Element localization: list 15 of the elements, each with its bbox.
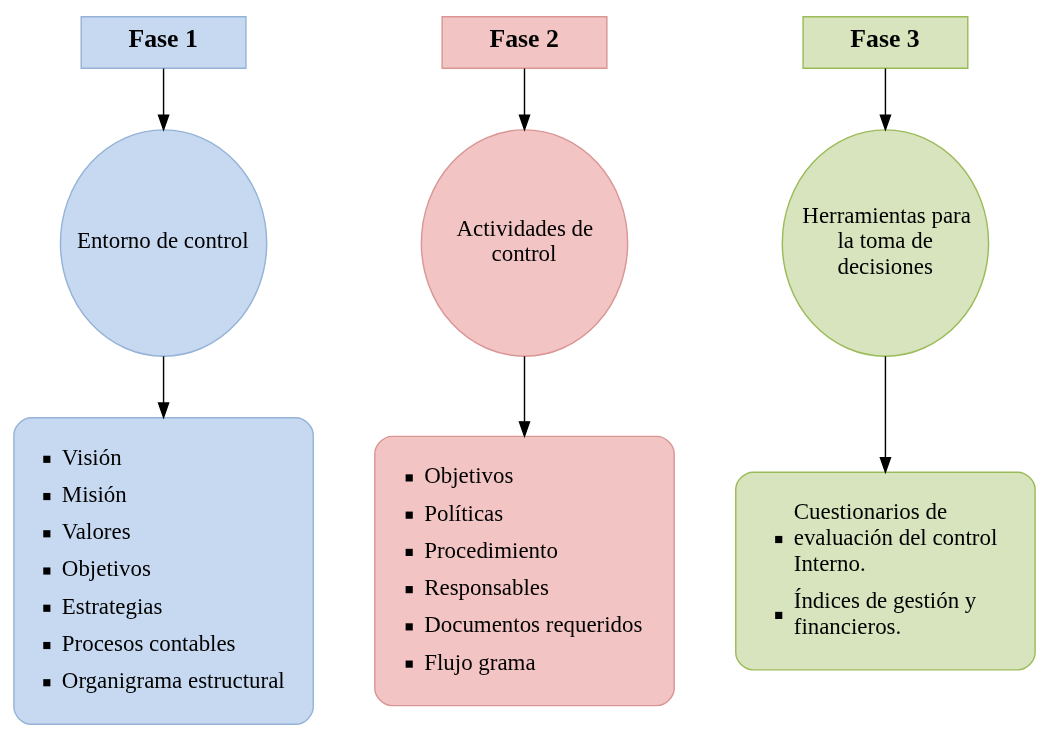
arrow: [879, 67, 892, 132]
node-box: Fase 1: [80, 15, 247, 69]
arrow: [157, 67, 170, 132]
arrow: [518, 355, 531, 438]
node-box: Fase 2: [441, 15, 608, 69]
node-box: Visión Misión Valores Objetivos Estrategias Procesos contables Organigrama estructural: [13, 416, 314, 725]
arrow: [157, 355, 170, 419]
node-circle: Actividades de control: [420, 128, 629, 357]
arrow: [518, 67, 531, 132]
arrow: [879, 355, 892, 474]
node-circle: Entorno de control: [59, 128, 268, 357]
node-box: Fase 3: [802, 15, 969, 69]
node-box: Cuestionarios de evaluación del control Interno. Índices de gestión y financieros.: [735, 470, 1036, 671]
node-box: Objetivos Políticas Procedimiento Responsables Documentos requeridos Flujo grama: [374, 435, 675, 706]
node-circle: Herramientas para la toma de decisiones: [781, 128, 990, 357]
